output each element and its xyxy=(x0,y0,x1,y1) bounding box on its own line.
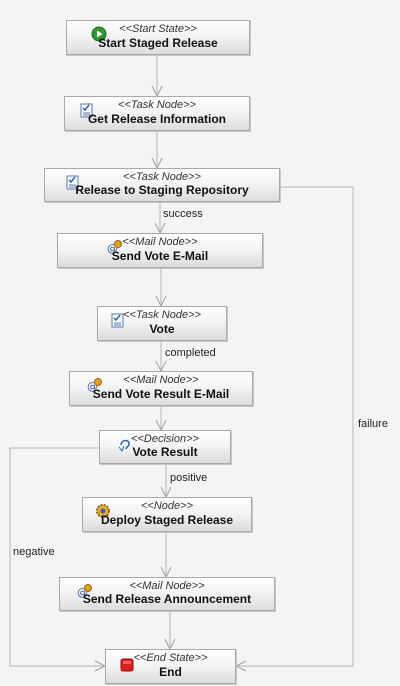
node-stereotype: <<Mail Node>> xyxy=(129,580,205,592)
stop-icon xyxy=(120,658,136,674)
task-icon xyxy=(79,102,95,118)
transition-negative xyxy=(9,447,105,667)
node-send-vote-result-email[interactable]: @ <<Mail Node>> Send Vote Result E-Mail xyxy=(69,371,253,406)
node-decision-vote-result[interactable]: <<Decision>> Vote Result xyxy=(99,430,231,464)
edge-label-positive: positive xyxy=(170,472,208,484)
svg-text:@: @ xyxy=(77,586,88,599)
node-stereotype: <<Node>> xyxy=(141,500,193,512)
transition-failure xyxy=(236,186,354,667)
node-title: Deploy Staged Release xyxy=(100,513,234,527)
node-title: Vote Result xyxy=(132,445,198,459)
node-title: Get Release Information xyxy=(87,112,227,126)
node-title: Start Staged Release xyxy=(98,36,218,50)
mail-icon: @ xyxy=(86,377,102,393)
node-stereotype: <<Mail Node>> xyxy=(122,236,198,248)
node-release-to-staging-repository[interactable]: <<Task Node>> Release to Staging Reposit… xyxy=(44,168,280,202)
node-title: Send Vote Result E-Mail xyxy=(92,387,230,401)
node-stereotype: <<Task Node>> xyxy=(123,309,201,321)
edge-label-negative: negative xyxy=(13,546,55,558)
arrowhead xyxy=(234,660,247,672)
node-stereotype: <<Mail Node>> xyxy=(123,374,199,386)
mail-icon: @ xyxy=(76,583,92,599)
node-title: Send Vote E-Mail xyxy=(111,249,209,263)
node-send-vote-email[interactable]: @ <<Mail Node>> Send Vote E-Mail xyxy=(57,233,263,268)
node-vote[interactable]: <<Task Node>> Vote xyxy=(97,306,227,341)
node-title: Vote xyxy=(149,322,175,336)
node-title: Send Release Announcement xyxy=(82,592,252,606)
node-stereotype: <<Task Node>> xyxy=(118,99,196,111)
node-title: Release to Staging Repository xyxy=(75,183,249,197)
edge-label-failure: failure xyxy=(358,418,388,430)
node-start-staged-release[interactable]: <<Start State>> Start Staged Release xyxy=(66,20,250,55)
edge-label-completed: completed xyxy=(165,347,216,359)
task-icon xyxy=(110,312,126,328)
node-stereotype: <<Task Node>> xyxy=(123,171,201,183)
decision-icon xyxy=(118,436,134,452)
node-stereotype: <<End State>> xyxy=(133,652,208,664)
svg-text:@: @ xyxy=(107,242,118,255)
mail-icon: @ xyxy=(106,239,122,255)
node-get-release-information[interactable]: <<Task Node>> Get Release Information xyxy=(64,96,250,131)
node-end[interactable]: <<End State>> End xyxy=(105,649,236,684)
node-stereotype: <<Decision>> xyxy=(131,433,199,445)
node-deploy-staged-release[interactable]: <<Node>> Deploy Staged Release xyxy=(82,497,252,532)
node-stereotype: <<Start State>> xyxy=(119,23,197,35)
task-icon xyxy=(65,174,81,190)
edge-label-success: success xyxy=(163,208,203,220)
node-send-release-announcement[interactable]: @ <<Mail Node>> Send Release Announcemen… xyxy=(59,577,275,611)
play-icon xyxy=(91,26,107,42)
gear-icon xyxy=(95,503,111,519)
svg-text:@: @ xyxy=(87,380,98,393)
node-title: End xyxy=(159,665,182,679)
